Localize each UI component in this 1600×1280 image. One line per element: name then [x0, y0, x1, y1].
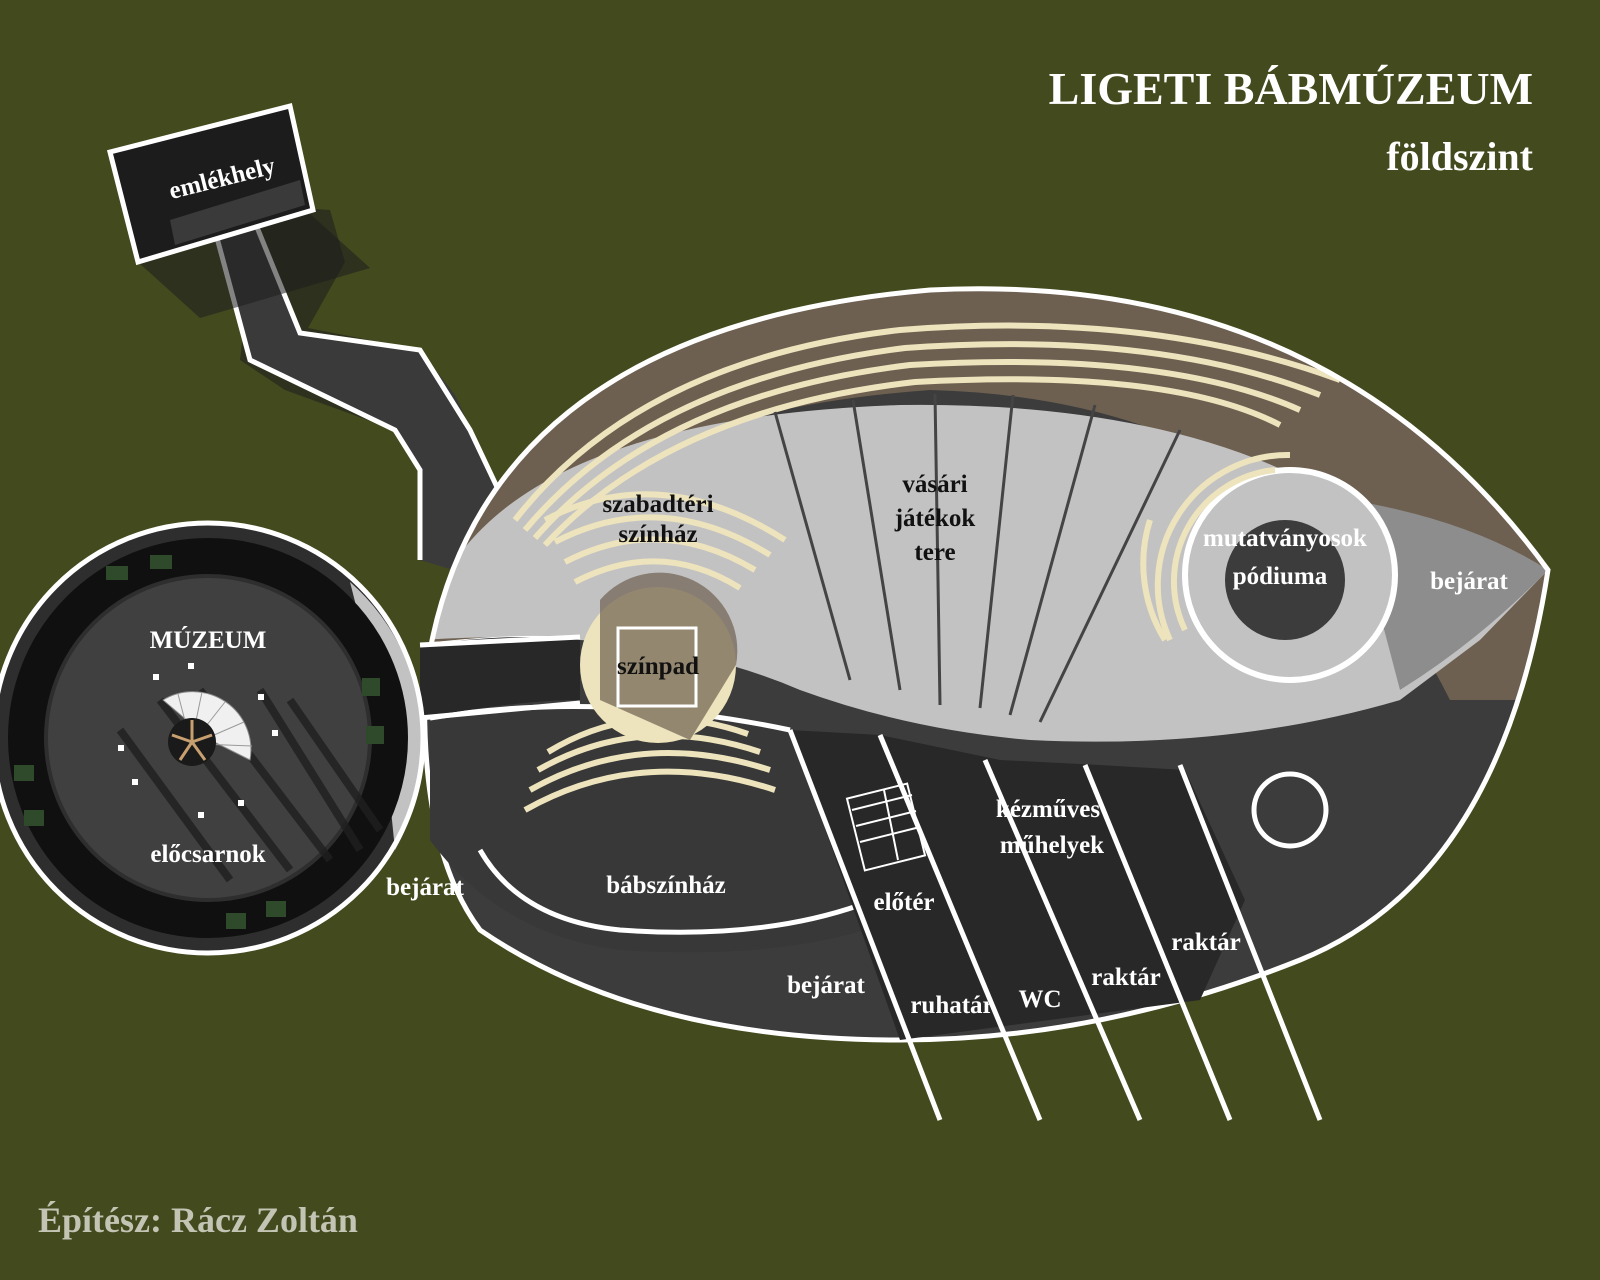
memorial-emlekhely [106, 102, 370, 318]
label-vasari-1: vásári [902, 471, 967, 498]
performers-podium [1140, 451, 1398, 683]
label-bejarat-museum: bejárat [386, 874, 464, 901]
label-szabadteri-2: színház [618, 521, 697, 548]
label-bejarat-bottom: bejárat [787, 972, 865, 999]
service-wing [787, 729, 1323, 1121]
architect-credit: Építész: Rácz Zoltán [38, 1200, 358, 1240]
page-title: LIGETI BÁBMÚZEUM [1049, 63, 1533, 114]
label-mutatvanyosok-2: pódiuma [1233, 563, 1328, 590]
label-mutatvanyosok-1: mutatványosok [1203, 525, 1367, 552]
round-column [1251, 771, 1329, 849]
label-szinpad: színpad [617, 653, 699, 680]
label-szabadteri-1: szabadtéri [602, 491, 713, 518]
label-muzeum: MÚZEUM [150, 626, 267, 654]
label-wc: WC [1018, 986, 1061, 1013]
label-babszinhaz: bábszínház [606, 872, 725, 899]
label-raktar-1: raktár [1091, 964, 1160, 991]
label-bejarat-right: bejárat [1430, 568, 1508, 595]
connecting-corridor [419, 634, 581, 721]
label-vasari-3: tere [914, 539, 955, 566]
label-eloter: előtér [873, 889, 934, 916]
label-ruhatar: ruhatár [910, 992, 993, 1019]
stage-szinpad [580, 572, 738, 743]
museum-building [0, 520, 426, 956]
label-kezmuves-2: műhelyek [1000, 832, 1104, 859]
label-kezmuves-1: kézműves [996, 796, 1100, 823]
open-air-theatre-seating [543, 491, 787, 591]
label-raktar-2: raktár [1171, 929, 1240, 956]
label-vasari-2: játékok [894, 505, 976, 532]
label-elocsarnok: előcsarnok [150, 841, 265, 868]
page-subtitle: földszint [1386, 134, 1533, 179]
